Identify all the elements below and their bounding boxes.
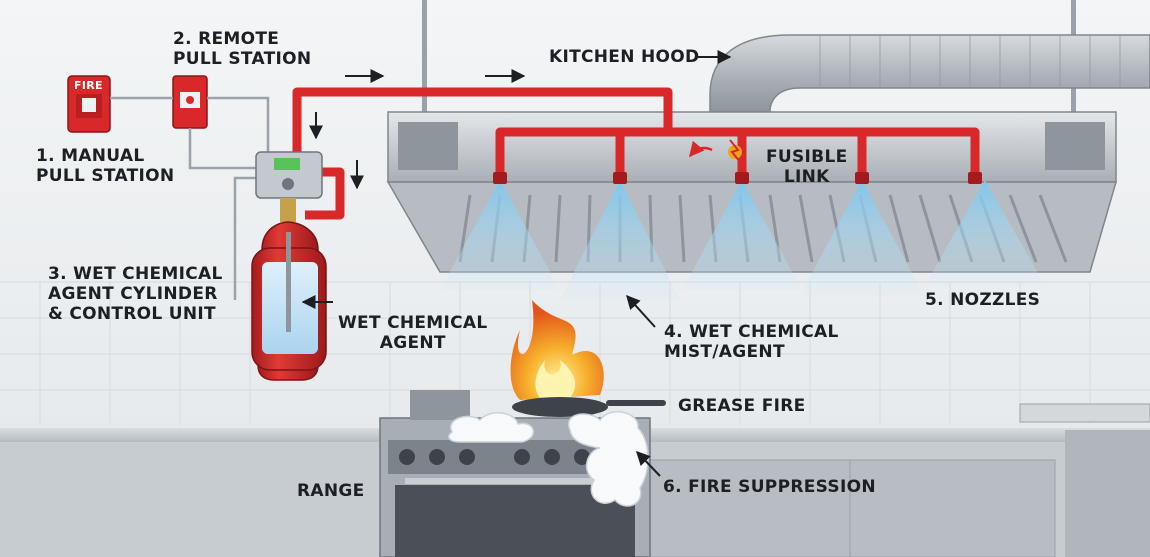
label-line: MIST/AGENT [664, 342, 785, 362]
label-kitchen-hood: KITCHEN HOOD [549, 47, 700, 67]
nozzle-sprays [440, 180, 1045, 300]
control-unit [255, 151, 323, 222]
label-manual-pull-station: 1. MANUAL PULL STATION [36, 146, 174, 186]
label-line: AGENT CYLINDER [48, 284, 218, 304]
label-range: RANGE [297, 481, 365, 501]
label-line: LINK [783, 167, 830, 187]
label-fire-suppression: 6. FIRE SUPPRESSION [663, 477, 876, 497]
label-fusible-link: FUSIBLE LINK [766, 147, 848, 187]
label-line: FUSIBLE [766, 147, 848, 167]
suppression-foam [447, 411, 649, 507]
label-line: & CONTROL UNIT [48, 304, 216, 324]
label-wet-chemical-agent: WET CHEMICAL AGENT [338, 313, 488, 353]
label-line: WET CHEMICAL [338, 313, 488, 333]
label-line: 3. WET CHEMICAL [48, 264, 223, 284]
label-line: PULL STATION [36, 166, 175, 186]
label-line: 2. REMOTE [173, 29, 280, 49]
fusible-link [689, 139, 742, 163]
nozzle-heads [493, 172, 982, 184]
label-line: PULL STATION [173, 49, 312, 69]
label-line: 4. WET CHEMICAL [664, 322, 839, 342]
callout-arrows [301, 50, 732, 477]
label-cylinder: 3. WET CHEMICAL AGENT CYLINDER & CONTROL… [48, 264, 223, 324]
label-line: 1. MANUAL [36, 146, 145, 166]
label-remote-pull-station: 2. REMOTE PULL STATION [173, 29, 311, 69]
manual-pull-station [67, 75, 111, 133]
label-nozzles: 5. NOZZLES [925, 290, 1041, 310]
agent-cylinder [251, 221, 327, 381]
label-line: AGENT [379, 333, 446, 353]
fire-sign-text: FIRE [74, 79, 103, 92]
agent-piping [292, 87, 980, 220]
exhaust-duct [709, 34, 1150, 113]
cable-lines [110, 96, 270, 300]
grease-fire [510, 300, 666, 417]
remote-pull-station [172, 75, 208, 129]
label-grease-fire: GREASE FIRE [678, 396, 806, 416]
label-mist: 4. WET CHEMICAL MIST/AGENT [664, 322, 839, 362]
